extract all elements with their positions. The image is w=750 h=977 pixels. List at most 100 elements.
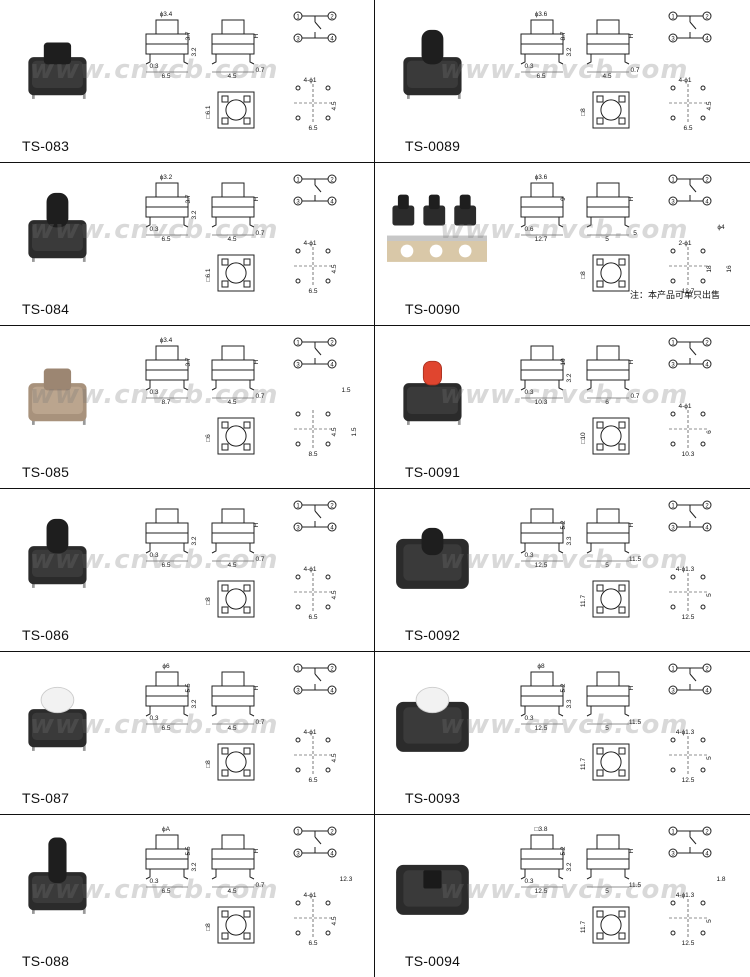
dim-holes: 4-ɸ1 xyxy=(679,403,692,410)
product-code: TS-084 xyxy=(22,301,70,317)
dim-offset: 0.3 xyxy=(524,63,533,70)
dim-diameter: ɸ3.2 xyxy=(160,174,173,181)
terminal-label: 3 xyxy=(296,199,300,205)
dim-pin-height: 3.3 xyxy=(566,536,573,545)
pin xyxy=(520,543,526,554)
dim-hole-pitch-y: 18 xyxy=(706,265,713,273)
dim-offset: 0.6 xyxy=(524,226,533,233)
dim-hole-pitch-x: 12.5 xyxy=(682,614,695,621)
switch-lever xyxy=(314,510,322,519)
dim-width: 12.5 xyxy=(535,562,548,569)
switch-photo xyxy=(28,368,87,425)
switch-top xyxy=(403,707,462,744)
dim-holes: 4-ɸ1.3 xyxy=(676,566,695,573)
tape-hole xyxy=(400,244,414,258)
footprint-pad xyxy=(221,117,229,125)
switch-cap xyxy=(43,368,72,391)
tape-hole xyxy=(458,244,472,258)
dim-pin-pitch: 4.5 xyxy=(227,236,236,243)
footprint-pad xyxy=(596,769,604,777)
terminal-label: 3 xyxy=(296,362,300,368)
dim-offset: 0.3 xyxy=(524,389,533,396)
pcb-hole-pattern xyxy=(669,84,707,122)
product-photo xyxy=(396,864,469,915)
side-view xyxy=(520,508,564,562)
footprint-view xyxy=(592,743,630,781)
dim-holes: 4-ɸ1 xyxy=(304,240,317,247)
dim-h: H xyxy=(253,685,260,690)
dim-hole-pitch-y: 4.5 xyxy=(331,753,338,762)
switch-lever xyxy=(314,184,322,193)
footprint-pad xyxy=(596,421,604,429)
dim-width: 12.5 xyxy=(535,888,548,895)
footprint-pad xyxy=(618,932,626,940)
dim-diameter: ɸA xyxy=(162,826,171,833)
dim-pin-pitch: 6 xyxy=(605,399,609,406)
product-code: TS-088 xyxy=(22,953,70,969)
switch-top xyxy=(32,549,83,577)
dim-h: H xyxy=(253,196,260,201)
switch-top xyxy=(407,386,458,414)
side-view xyxy=(211,19,255,73)
pcb-hole-pattern xyxy=(669,899,707,937)
switch-top xyxy=(32,60,83,88)
actuator-outline xyxy=(596,508,620,524)
dim-body-size: □6.1 xyxy=(205,105,212,118)
actuator-outline xyxy=(221,182,245,198)
pcb-hole xyxy=(325,411,331,417)
footprint-pad xyxy=(243,443,251,451)
actuator-outline xyxy=(155,508,179,524)
dim-h: H xyxy=(253,848,260,853)
switch-body xyxy=(423,205,446,226)
dim-pin-width: 0.7 xyxy=(255,393,264,400)
pin xyxy=(211,380,217,391)
switch-body xyxy=(392,205,415,226)
actuator-outline xyxy=(530,19,554,35)
terminal-label: 2 xyxy=(705,503,709,509)
footprint-pad xyxy=(243,932,251,940)
footprint-actuator xyxy=(225,99,247,121)
switch-photo xyxy=(28,518,87,588)
footprint-pad xyxy=(618,606,626,614)
switch-top xyxy=(32,386,83,414)
dim-height: 8.7 xyxy=(560,31,567,40)
product-code: TS-0091 xyxy=(405,464,461,480)
dim-pin-width: 0.7 xyxy=(255,882,264,889)
product-code: TS-086 xyxy=(22,627,70,643)
side-view xyxy=(586,508,630,562)
dim-body-size: □6.1 xyxy=(205,268,212,281)
product-code: TS-0092 xyxy=(405,627,461,643)
terminal-label: 1 xyxy=(296,340,300,346)
pcb-hole xyxy=(325,115,331,121)
switch-cap xyxy=(397,194,409,210)
pin xyxy=(145,380,151,391)
switch-cap xyxy=(46,518,69,554)
dim-height: 5.5 xyxy=(185,846,192,855)
pcb-hole xyxy=(700,411,706,417)
switch-top xyxy=(403,544,462,581)
switch-lever xyxy=(314,21,322,30)
switch-cap xyxy=(423,870,442,889)
footprint-view xyxy=(217,580,255,618)
dim-height: 10 xyxy=(560,358,567,366)
pin xyxy=(624,869,630,880)
dim-offset: 0.3 xyxy=(524,552,533,559)
dim-width: 6.5 xyxy=(161,73,170,80)
terminal-label: 3 xyxy=(296,525,300,531)
dim-width: 6.5 xyxy=(161,236,170,243)
dim-body-size: □8 xyxy=(580,108,587,116)
pcb-hole xyxy=(700,604,706,610)
dim-pin-height: 3.2 xyxy=(566,373,573,382)
dim-hole-pitch-x: 8.5 xyxy=(308,451,317,458)
product-photo xyxy=(28,837,87,914)
footprint-actuator xyxy=(600,588,622,610)
dim-hole-pitch-x: 6.5 xyxy=(308,125,317,132)
switch-photo xyxy=(396,527,469,589)
dim-hole-pitch-y: 4.5 xyxy=(331,590,338,599)
terminal-label: 2 xyxy=(705,14,709,20)
